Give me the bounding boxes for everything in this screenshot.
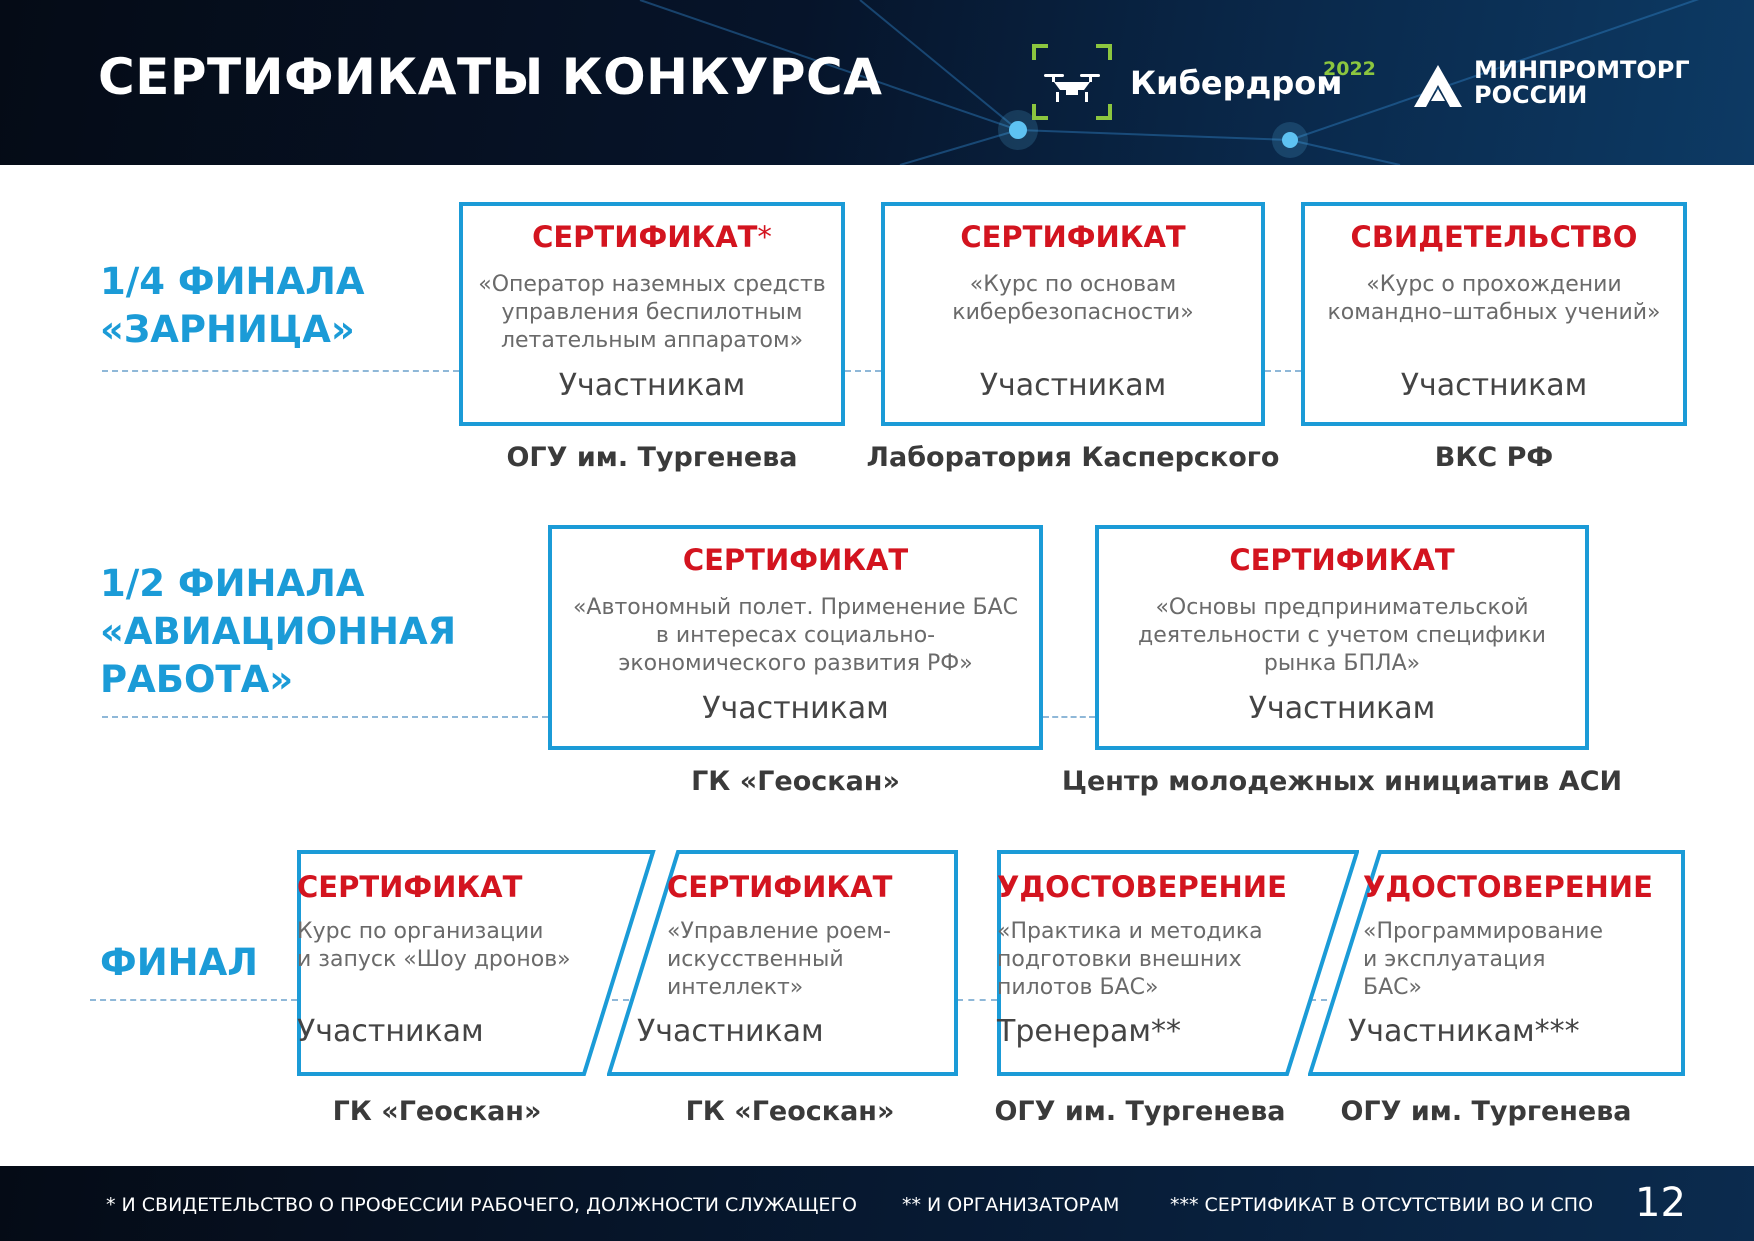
issuer-name: Центр молодежных инициатив АСИ: [1061, 766, 1623, 797]
certificate-description: «Оператор наземных средств управления бе…: [478, 272, 826, 353]
certificate-type: СВИДЕТЕЛЬСТВО: [1350, 220, 1638, 254]
connector-line: [90, 999, 297, 1001]
stage-label-semifinal: 1/2 ФИНАЛА «АВИАЦИОННАЯ РАБОТА»: [100, 562, 457, 701]
brand-year: 2022: [1323, 58, 1376, 80]
certificate-type: СЕРТИФИКАТ: [297, 870, 523, 904]
footer-banner: * И СВИДЕТЕЛЬСТВО О ПРОФЕССИИ РАБОЧЕГО, …: [0, 1166, 1754, 1241]
certificate-type: УДОСТОВЕРЕНИЕ: [1363, 870, 1653, 904]
certificate-description: «Программирование и эксплуатация БАС»: [1363, 919, 1604, 1000]
certificate-audience: Тренерам**: [997, 1014, 1181, 1049]
footnote-3: *** СЕРТИФИКАТ В ОТСУТСТВИИ ВО И СПО: [1170, 1194, 1594, 1216]
page-title: СЕРТИФИКАТЫ КОНКУРСА: [98, 48, 883, 106]
connector-line: [1043, 716, 1095, 718]
certificate-audience: Участникам: [558, 368, 746, 403]
certificate-card: СЕРТИФИКАТ* «Оператор наземных средств у…: [459, 202, 845, 426]
drone-icon: [1032, 44, 1112, 120]
connector-line: [102, 716, 548, 718]
ministry-logo-icon: [1414, 65, 1462, 107]
stage-label-final: ФИНАЛ: [100, 941, 258, 984]
card-frame: [1308, 850, 1685, 1076]
issuer-name: ГК «Геоскан»: [685, 1096, 895, 1127]
footnote-1: * И СВИДЕТЕЛЬСТВО О ПРОФЕССИИ РАБОЧЕГО, …: [106, 1194, 857, 1216]
card-frame: [297, 850, 656, 1076]
certificate-audience: Участникам: [1400, 368, 1588, 403]
certificate-type: СЕРТИФИКАТ: [682, 543, 909, 577]
certificate-description: «Курс о прохождении командно–штабных уче…: [1327, 272, 1661, 325]
certificate-type: СЕРТИФИКАТ*: [532, 220, 772, 254]
certificate-type: УДОСТОВЕРЕНИЕ: [997, 870, 1287, 904]
issuer-name: ГК «Геоскан»: [691, 766, 900, 797]
card-frame: [607, 850, 958, 1076]
certificate-type: СЕРТИФИКАТ: [960, 220, 1186, 254]
certificate-audience: Участникам: [297, 1014, 484, 1049]
certificate-card: УДОСТОВЕРЕНИЕ «Программирование и эксплу…: [1308, 850, 1685, 1076]
certificate-description: Курс по организации и запуск «Шоу дронов…: [297, 919, 571, 972]
ministry-name: МИНПРОМТОРГ РОССИИ: [1474, 56, 1690, 109]
stage-label-quarterfinal: 1/4 ФИНАЛА «ЗАРНИЦА»: [100, 260, 365, 351]
certificate-card: СЕРТИФИКАТ «Управление роем- искусственн…: [607, 850, 958, 1076]
certificate-type: СЕРТИФИКАТ: [667, 870, 893, 904]
certificate-card: СЕРТИФИКАТ «Курс по основам кибербезопас…: [881, 202, 1265, 426]
certificate-audience: Участникам: [979, 368, 1167, 403]
certificate-card: СВИДЕТЕЛЬСТВО «Курс о прохождении команд…: [1301, 202, 1687, 426]
issuer-name: ГК «Геоскан»: [332, 1096, 542, 1127]
issuer-name: ОГУ им. Тургенева: [506, 442, 798, 473]
connector-line: [845, 370, 881, 372]
issuer-name: ВКС РФ: [1434, 442, 1554, 473]
certificate-audience: Участникам: [1248, 691, 1436, 726]
brand-name: Кибердром: [1130, 64, 1343, 102]
connector-line: [590, 999, 640, 1001]
certificate-description: «Автономный полет. Применение БАС в инте…: [572, 595, 1019, 676]
card-frame: [997, 850, 1359, 1076]
certificate-type: СЕРТИФИКАТ: [1229, 543, 1455, 577]
certificate-audience: Участникам***: [1348, 1014, 1580, 1049]
certificate-audience: Участникам: [637, 1014, 824, 1049]
issuer-name: ОГУ им. Тургенева: [1340, 1096, 1632, 1127]
page-number: 12: [1635, 1180, 1686, 1226]
certificate-description: «Практика и методика подготовки внешних …: [997, 919, 1263, 1000]
certificate-card: СЕРТИФИКАТ «Автономный полет. Применение…: [548, 525, 1043, 750]
footnote-2: ** И ОРГАНИЗАТОРАМ: [902, 1194, 1120, 1216]
connector-line: [957, 999, 997, 1001]
issuer-name: ОГУ им. Тургенева: [994, 1096, 1286, 1127]
network-decoration: [639, 0, 1700, 165]
header-banner: СЕРТИФИКАТЫ КОНКУРСА Кибердром 2022 МИНП…: [0, 0, 1754, 165]
certificate-card: СЕРТИФИКАТ Курс по организации и запуск …: [297, 850, 657, 1076]
certificate-description: «Управление роем- искусственный интеллек…: [667, 919, 891, 1000]
certificate-description: «Курс по основам кибербезопасности»: [952, 272, 1194, 325]
issuer-name: Лаборатория Касперского: [866, 442, 1280, 473]
certificate-card: СЕРТИФИКАТ «Основы предпринимательской д…: [1095, 525, 1589, 750]
connector-line: [1265, 370, 1301, 372]
certificate-description: «Основы предпринимательской деятельности…: [1138, 595, 1546, 676]
certificate-audience: Участникам: [702, 691, 889, 726]
certificate-card: УДОСТОВЕРЕНИЕ «Практика и методика подго…: [997, 850, 1359, 1076]
connector-line: [102, 370, 459, 372]
